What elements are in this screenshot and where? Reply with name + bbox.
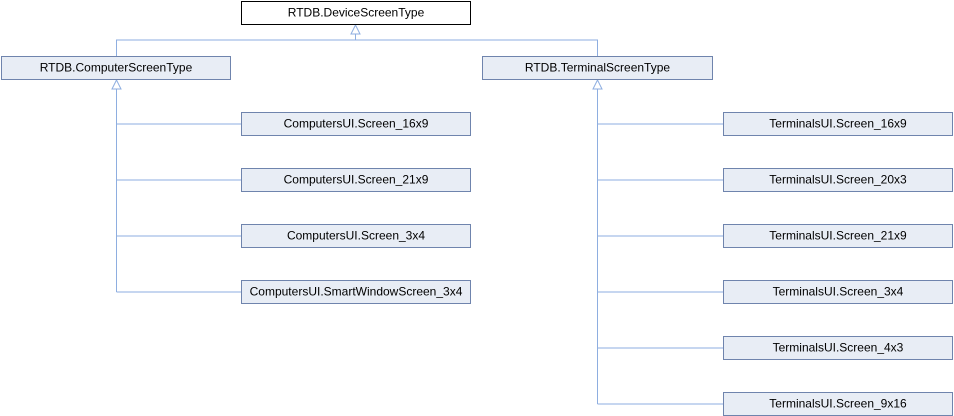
node-terminal-child[interactable]: TerminalsUI.Screen_20x3: [723, 168, 953, 192]
node-terminal-child-label: TerminalsUI.Screen_9x16: [769, 397, 907, 411]
node-computer-child[interactable]: ComputersUI.Screen_16x9: [241, 112, 471, 136]
node-root[interactable]: RTDB.DeviceScreenType: [241, 1, 471, 25]
node-terminal-child-label: TerminalsUI.Screen_16x9: [769, 117, 907, 131]
node-computer-child-label: ComputersUI.Screen_16x9: [284, 117, 429, 131]
node-computer-parent[interactable]: RTDB.ComputerScreenType: [1, 56, 231, 80]
node-terminal-child[interactable]: TerminalsUI.Screen_21x9: [723, 224, 953, 248]
node-terminal-child-label: TerminalsUI.Screen_20x3: [769, 173, 907, 187]
arrow-computer: [111, 78, 122, 90]
node-computer-child-label: ComputersUI.Screen_3x4: [287, 229, 425, 243]
node-terminal-child[interactable]: TerminalsUI.Screen_16x9: [723, 112, 953, 136]
node-computer-parent-label: RTDB.ComputerScreenType: [40, 61, 193, 75]
node-terminal-child[interactable]: TerminalsUI.Screen_3x4: [723, 280, 953, 304]
node-terminal-child-label: TerminalsUI.Screen_21x9: [769, 229, 907, 243]
edge-root-terminal: [355, 39, 598, 56]
node-terminal-parent-label: RTDB.TerminalScreenType: [525, 61, 670, 75]
node-terminal-parent[interactable]: RTDB.TerminalScreenType: [482, 56, 713, 80]
edges: [111, 23, 723, 405]
edge-root-computer: [116, 26, 356, 56]
node-computer-child[interactable]: ComputersUI.Screen_3x4: [241, 224, 471, 248]
node-computer-child[interactable]: ComputersUI.Screen_21x9: [241, 168, 471, 192]
node-root-label: RTDB.DeviceScreenType: [288, 6, 425, 20]
node-computer-child-label: ComputersUI.Screen_21x9: [284, 173, 429, 187]
node-terminal-child[interactable]: TerminalsUI.Screen_4x3: [723, 336, 953, 360]
node-terminal-child[interactable]: TerminalsUI.Screen_9x16: [723, 392, 953, 416]
node-computer-child[interactable]: ComputersUI.SmartWindowScreen_3x4: [241, 280, 471, 304]
arrow-root: [350, 23, 361, 35]
arrow-terminal: [592, 78, 603, 90]
node-terminal-child-label: TerminalsUI.Screen_3x4: [773, 285, 904, 299]
node-terminal-child-label: TerminalsUI.Screen_4x3: [773, 341, 904, 355]
node-computer-child-label: ComputersUI.SmartWindowScreen_3x4: [250, 285, 463, 299]
